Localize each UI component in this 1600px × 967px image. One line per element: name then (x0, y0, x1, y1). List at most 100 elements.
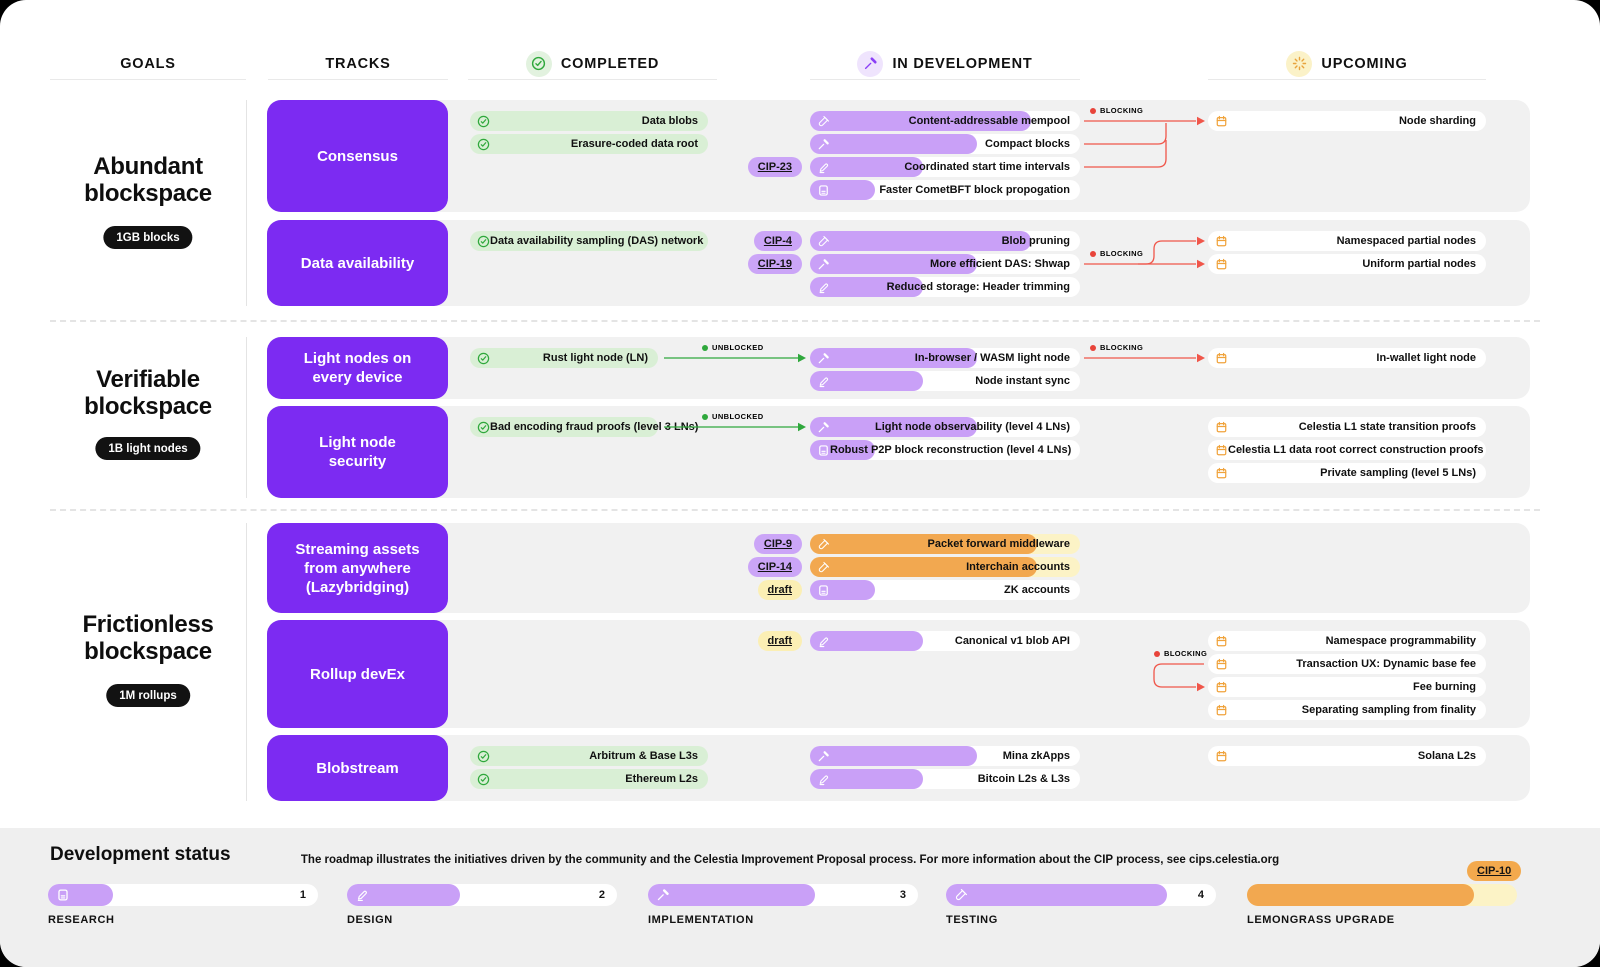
in-development-item-label: In-browser / WASM light node (914, 352, 1070, 364)
blocking-dot-icon (1154, 650, 1160, 657)
in-development-item-label: Compact blocks (985, 138, 1070, 150)
blocking-dot-icon (1090, 344, 1096, 351)
goal-target-badge: 1GB blocks (103, 226, 193, 249)
calendar-icon (1215, 258, 1228, 271)
design-icon (817, 773, 830, 786)
calendar-icon (1215, 704, 1228, 717)
goal-target-badge: 1B light nodes (95, 437, 201, 460)
in-development-item-label: More efficient DAS: Shwap (930, 258, 1070, 270)
track-label-consensus: Consensus (267, 100, 448, 212)
upcoming-pill: Private sampling (level 5 LNs) (1208, 463, 1486, 483)
testing-icon (817, 235, 830, 248)
in-development-item-label: Robust P2P block reconstruction (level 4… (830, 444, 1072, 456)
legend-pill-lemongrass (1247, 884, 1517, 906)
design-icon (817, 635, 830, 648)
track-label-rollup-devex: Rollup devEx (267, 620, 448, 728)
unblocked-label: UNBLOCKED (702, 412, 764, 421)
progress-bar-lemongrass (810, 557, 1037, 577)
legend-bar-design (347, 884, 461, 906)
research-icon (817, 444, 830, 457)
completed-item-label: Arbitrum & Base L3s (589, 750, 698, 762)
blocking-label: BLOCKING (1090, 343, 1143, 352)
in-development-pill: Compact blocks (810, 134, 1080, 154)
calendar-icon (1215, 235, 1228, 248)
calendar-icon (1215, 115, 1228, 128)
cip-badge[interactable]: draft (757, 631, 802, 651)
completed-pill: Data blobs (470, 111, 708, 131)
blocking-label: BLOCKING (1090, 249, 1143, 258)
in-development-pill: ZK accounts (810, 580, 1080, 600)
in-development-item-label: Bitcoin L2s & L3s (977, 773, 1070, 785)
calendar-icon (1215, 421, 1228, 434)
in-development-item-label: Faster CometBFT block propogation (879, 184, 1070, 196)
completed-item-label: Data blobs (641, 115, 698, 127)
unblocked-dot-icon (702, 413, 708, 420)
progress-bar-design (810, 769, 924, 789)
cip-10-badge[interactable]: CIP-10 (1467, 861, 1522, 881)
goal-target-badge: 1M rollups (106, 684, 190, 707)
blocking-label-text: BLOCKING (1100, 343, 1144, 352)
in-development-item-label: Reduced storage: Header trimming (886, 281, 1070, 293)
in-development-pill: Light node observability (level 4 LNs) (810, 417, 1080, 437)
in-development-item-label: Content-addressable mempool (908, 115, 1070, 127)
cip-badge[interactable]: CIP-23 (747, 157, 802, 177)
in-development-item-label: Canonical v1 blob API (954, 635, 1070, 647)
progress-bar-implementation (810, 134, 978, 154)
check-circle-icon (477, 235, 490, 248)
progress-bar-testing (810, 231, 1032, 251)
upcoming-item-label: Namespace programmability (1325, 635, 1476, 647)
legend-stage-label: DESIGN (347, 914, 393, 926)
progress-bar-implementation (810, 348, 978, 368)
cip-badge[interactable]: CIP-14 (747, 557, 802, 577)
implementation-icon (817, 258, 830, 271)
cip-badge[interactable]: CIP-4 (753, 231, 802, 251)
progress-bar-lemongrass (810, 534, 1037, 554)
check-circle-icon (477, 773, 490, 786)
calendar-icon (1215, 681, 1228, 694)
cip-badge[interactable]: draft (757, 580, 802, 600)
unblocked-dot-icon (702, 344, 708, 351)
implementation-icon (817, 352, 830, 365)
goal-divider-line (246, 337, 247, 498)
legend-bar-testing (946, 884, 1168, 906)
completed-item-label: Ethereum L2s (625, 773, 698, 785)
goal-group-separator (50, 320, 1540, 322)
upcoming-item-label: Node sharding (1398, 115, 1476, 127)
in-development-item-label: Mina zkApps (1002, 750, 1070, 762)
check-circle-icon (477, 421, 490, 434)
legend-bar-implementation (648, 884, 816, 906)
unblocked-label-text: UNBLOCKED (712, 412, 764, 421)
upcoming-pill: Celestia L1 state transition proofs (1208, 417, 1486, 437)
completed-pill: Data availability sampling (DAS) network (470, 231, 708, 251)
blocking-label-text: BLOCKING (1164, 649, 1208, 658)
in-development-pill: Node instant sync (810, 371, 1080, 391)
in-development-item-label: Coordinated start time intervals (904, 161, 1070, 173)
upcoming-item-label: Fee burning (1413, 681, 1476, 693)
progress-bar-design (810, 277, 924, 297)
column-header-in-development: IN DEVELOPMENT (810, 48, 1080, 80)
cip-badge[interactable]: CIP-19 (747, 254, 802, 274)
testing-icon (817, 561, 830, 574)
completed-item-label: Bad encoding fraud proofs (level 3 LNs) (490, 421, 699, 433)
implementation-icon (817, 421, 830, 434)
design-icon (817, 375, 830, 388)
column-header-upcoming: UPCOMING (1208, 48, 1486, 80)
research-icon (56, 888, 70, 902)
footer-title: Development status (50, 844, 231, 865)
completed-pill: Arbitrum & Base L3s (470, 746, 708, 766)
legend-stage-number: 2 (598, 889, 605, 901)
in-development-pill: Faster CometBFT block propogation (810, 180, 1080, 200)
calendar-icon (1215, 444, 1228, 457)
in-development-pill: Robust P2P block reconstruction (level 4… (810, 440, 1080, 460)
cip-badge[interactable]: CIP-9 (753, 534, 802, 554)
column-header-tracks: TRACKS (268, 48, 448, 80)
legend-stage-number: 4 (1197, 889, 1204, 901)
column-header-completed: COMPLETED (468, 48, 717, 80)
implementation-icon (817, 138, 830, 151)
research-icon (817, 584, 830, 597)
